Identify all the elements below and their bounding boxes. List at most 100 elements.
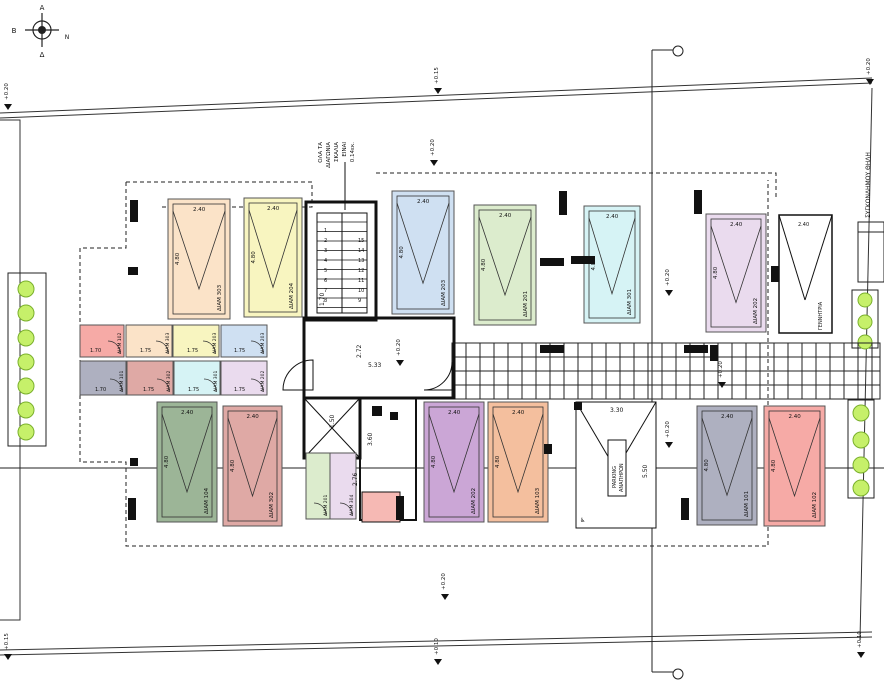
svg-text:ΕΙΝΑΙ: ΕΙΝΑΙ xyxy=(342,142,348,157)
spot-label: ΔΙΑΜ 203 xyxy=(441,279,447,306)
svg-text:1.70: 1.70 xyxy=(319,292,326,306)
spot-label: ΔΙΑΜ 202 xyxy=(471,488,477,514)
storage-unit[interactable]: ΔΙΑΜ 202 xyxy=(220,360,268,396)
stair-step: 13 xyxy=(358,258,364,264)
walkway-grid xyxy=(451,342,881,400)
level-marker: +0.20 xyxy=(4,83,10,100)
svg-text:0.14εκ.: 0.14εκ. xyxy=(350,142,356,162)
stair-step: 10 xyxy=(358,288,364,294)
storage-label: ΔΙΑΜ 302 xyxy=(166,370,172,392)
level-marker: +0.15 xyxy=(4,633,10,650)
spot-label: ΔΙΑΜ 303 xyxy=(217,284,223,311)
core-dimensions: 2.72 5.33 1.50 3.60 2.76 1.70 xyxy=(319,292,382,486)
spot-width: 2.40 xyxy=(730,222,743,228)
stair-step: 12 xyxy=(358,268,364,274)
column xyxy=(390,412,398,420)
svg-text:1.50: 1.50 xyxy=(329,414,336,428)
spot-width: 2.40 xyxy=(247,414,260,420)
spot-label: ΔΙΑΜ 204 xyxy=(289,282,295,309)
stair-step: 7 xyxy=(324,288,327,294)
svg-text:ΔΙΑΓΩΝΙΑ: ΔΙΑΓΩΝΙΑ xyxy=(326,142,332,168)
level-marker: +0.20 xyxy=(866,58,872,75)
column xyxy=(559,191,567,215)
spot-width: 2.40 xyxy=(721,414,734,420)
storage-dim: 1.70 xyxy=(95,387,106,393)
spot-length: 4.80 xyxy=(230,459,236,472)
compass-east: B xyxy=(12,27,17,35)
level-marker: +0.10 xyxy=(434,638,440,655)
spot-label: ΔΙΑΜ 104 xyxy=(204,487,210,514)
storage-unit[interactable]: ΔΙΑΜ 203 xyxy=(172,324,220,358)
svg-text:ΟΛΑ ΤΑ: ΟΛΑ ΤΑ xyxy=(318,142,324,163)
level-marker: +0.10 xyxy=(857,631,863,648)
stair-step: 11 xyxy=(358,278,364,284)
spot-width: 2.40 xyxy=(181,410,194,416)
compass-west: N xyxy=(65,34,70,41)
storage-unit[interactable]: ΔΙΑΜ 304 xyxy=(329,452,357,520)
spot-length: 4.80 xyxy=(704,459,710,472)
generator-room: ΓΕΝΝΗΤΡΙΑ 2.40 xyxy=(778,214,833,334)
storage-dim: 1.75 xyxy=(188,387,199,393)
storage-label: ΔΙΑΜ 301 xyxy=(213,370,219,392)
column xyxy=(544,444,552,454)
wheelchair-icon: ♿ xyxy=(580,517,585,524)
columns xyxy=(128,190,779,520)
parking-disabled-l1: PARKING xyxy=(612,466,618,488)
spot-label: ΔΙΑΜ 202 xyxy=(753,298,759,324)
storage-unit[interactable]: ΔΙΑΜ 303 xyxy=(125,324,173,358)
stair-step: 15 xyxy=(358,238,364,244)
spot-length: 4.80 xyxy=(771,459,777,472)
column xyxy=(130,200,138,222)
level-marker: +0.20 xyxy=(665,421,671,438)
compass-south: Δ xyxy=(40,51,45,59)
storage-unit[interactable]: ΔΙΑΜ 102 xyxy=(79,324,125,358)
spot-label: ΔΙΑΜ 101 xyxy=(744,491,750,517)
spot-label: ΔΙΑΜ 301 xyxy=(627,289,633,315)
stair-note: ΟΛΑ ΤΑ ΔΙΑΓΩΝΙΑ ΣΚΑΛΙΑ ΕΙΝΑΙ 0.14εκ. xyxy=(318,142,356,210)
storage-unit[interactable]: ΔΙΑΜ 201 xyxy=(305,452,331,520)
storage-unit[interactable]: ΔΙΑΜ 301 xyxy=(173,360,221,396)
spot-width: 2.40 xyxy=(448,410,461,416)
spot-length: 4.80 xyxy=(431,455,437,468)
column xyxy=(710,345,718,361)
spot-width: 2.40 xyxy=(267,206,280,212)
column xyxy=(771,266,779,282)
spot-width: 2.40 xyxy=(606,214,619,220)
storage-label: ΔΙΑΜ 203 xyxy=(212,332,218,354)
parking-disabled-height: 5.50 xyxy=(642,464,649,478)
side-label: ΣΥΓΚΟΝΔΗΜΟΥ ΘΗΛΗ xyxy=(865,152,872,218)
column xyxy=(574,402,582,410)
storage-label: ΔΙΑΜ 202 xyxy=(260,370,266,392)
stair-step: 5 xyxy=(324,268,327,274)
stair-step: 1 xyxy=(324,228,327,234)
spot-length: 4.80 xyxy=(713,266,719,279)
storage-unit[interactable]: ΔΙΑΜ 203 xyxy=(220,324,268,358)
column xyxy=(540,258,564,266)
svg-text:2.76: 2.76 xyxy=(352,472,359,486)
spot-length: 4.80 xyxy=(164,455,170,468)
spot-length: 4.80 xyxy=(591,258,597,271)
level-marker: +0.20 xyxy=(396,339,402,356)
spot-label: ΔΙΑΜ 102 xyxy=(812,492,818,518)
storage-unit[interactable]: ΔΙΑΜ 302 xyxy=(126,360,174,396)
storage-dim: 1.70 xyxy=(90,348,101,354)
storage-label: ΔΙΑΜ 101 xyxy=(119,370,125,392)
storage-unit[interactable]: ΔΙΑΜ 101 xyxy=(79,360,127,396)
storage-label: ΔΙΑΜ 201 xyxy=(323,494,329,516)
storage-label: ΔΙΑΜ 203 xyxy=(260,332,266,354)
stair-step: 6 xyxy=(324,278,327,284)
